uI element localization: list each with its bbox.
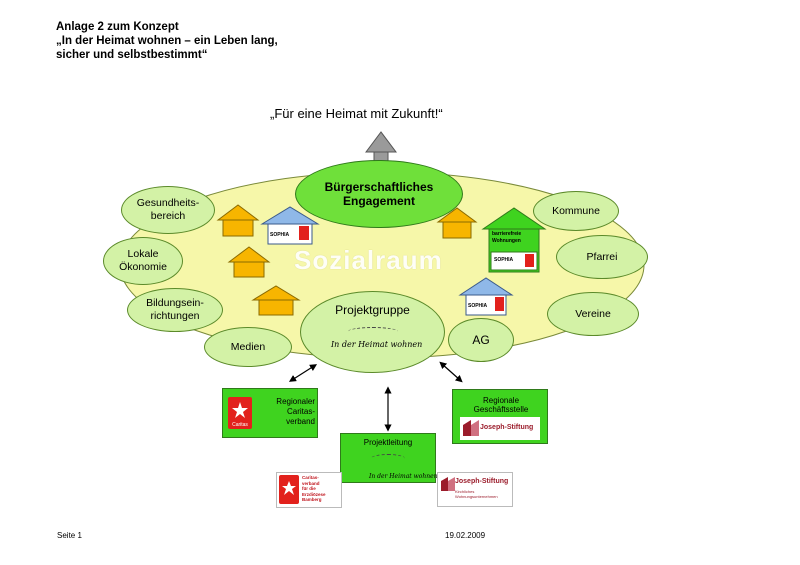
sophia-label: SOPHIA — [468, 303, 488, 309]
oval-lokale-oekonomie: Lokale Ökonomie — [103, 237, 183, 285]
sophia-house-icon — [260, 206, 320, 245]
pl-signature-text: In der Heimat wohnen — [369, 473, 438, 480]
sophia-label: SOPHIA — [494, 257, 514, 263]
signature-text: In der Heimat wohnen — [331, 340, 423, 349]
house-icon — [227, 246, 271, 278]
joseph-stiftung-logo-icon — [441, 477, 455, 491]
oval-vereine: Vereine — [547, 292, 639, 336]
box-projektleitung: Projektleitung In der Heimat wohnen — [340, 433, 438, 483]
joseph-stiftung-name: Joseph-Stiftung — [455, 478, 509, 485]
oval-gesundheitsbereich: Gesundheits- bereich — [121, 186, 215, 234]
house-icon — [436, 207, 478, 239]
arrow-to-caritas — [288, 364, 318, 382]
caritas-logo-icon: Caritas — [228, 397, 252, 429]
caritas-logo-icon — [279, 475, 299, 504]
projektgruppe-oval: Projektgruppe In der Heimat wohnen — [300, 291, 445, 373]
barrierefrei-house-icon — [481, 207, 547, 273]
sozialraum-label: Sozialraum — [294, 245, 443, 275]
projektleitung-label: Projektleitung — [363, 438, 413, 447]
oval-pfarrei: Pfarrei — [556, 235, 648, 279]
header-line-2: „In der Heimat wohnen – ein Leben lang, — [56, 35, 278, 47]
footer-date: 19.02.2009 — [445, 531, 486, 540]
sophia-house-icon — [458, 277, 514, 316]
stamp-icon — [347, 327, 398, 336]
arrow-to-geschaeftsstelle — [439, 361, 463, 383]
oval-kommune: Kommune — [533, 191, 619, 231]
oval-bildungseinrichtungen: Bildungsein- richtungen — [127, 288, 223, 332]
joseph-stiftung-logo-icon: Joseph-Stiftung — [460, 417, 540, 440]
header-line-3: sicher und selbstbestimmt“ — [56, 49, 208, 61]
oval-medien: Medien — [204, 327, 292, 367]
ag-oval: AG — [448, 318, 514, 362]
house-icon — [251, 285, 301, 316]
stamp-icon — [371, 454, 405, 463]
header-line-1: Anlage 2 zum Konzept — [56, 21, 179, 33]
motto-text: „Für eine Heimat mit Zukunft!“ — [270, 106, 443, 121]
house-icon — [216, 204, 260, 237]
projektgruppe-label: Projektgruppe — [335, 303, 410, 317]
sophia-label: SOPHIA — [270, 232, 290, 238]
footer-page: Seite 1 — [57, 531, 82, 540]
